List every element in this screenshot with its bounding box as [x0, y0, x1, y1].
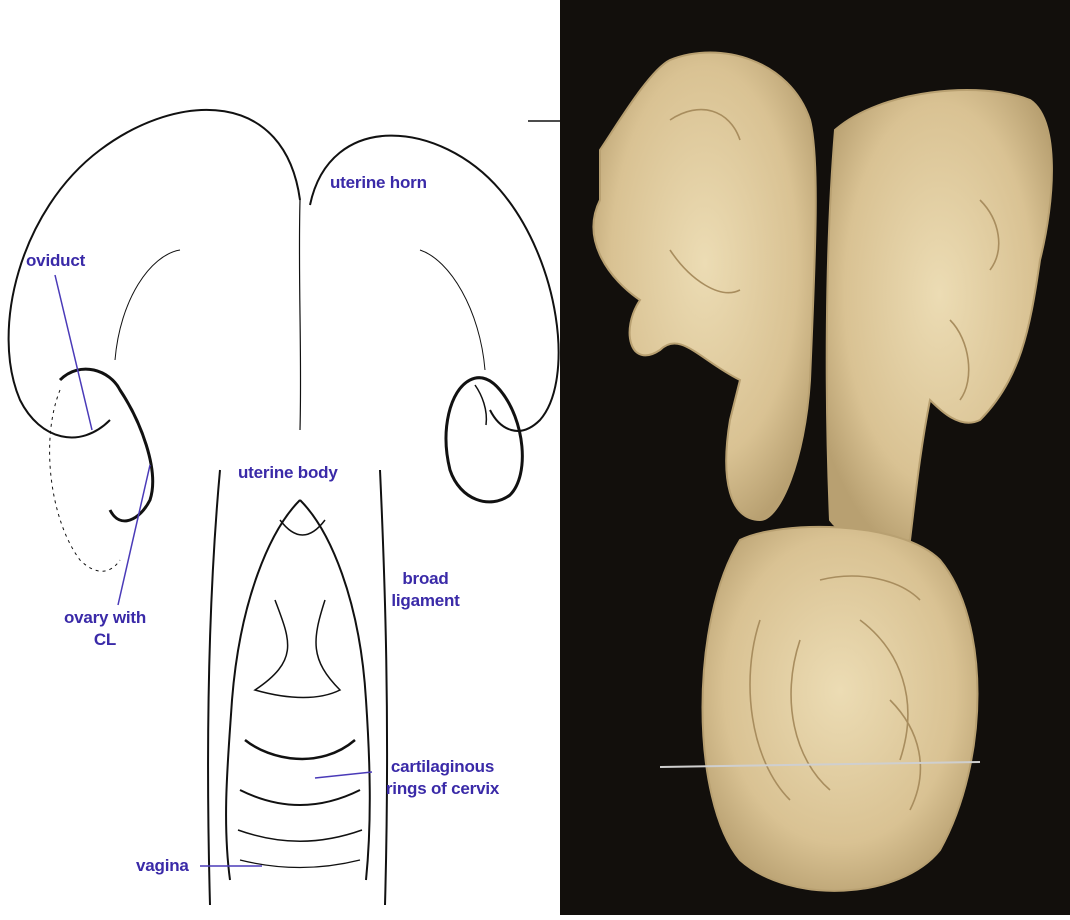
- broad-ligament-line-1: broad: [378, 568, 473, 590]
- body-left-side: [208, 470, 220, 905]
- ovary-label-line-2: CL: [50, 629, 160, 651]
- ovary-label: ovary with CL: [50, 607, 160, 651]
- left-broad-ligament: [50, 390, 120, 571]
- cervix-ring-2: [240, 790, 360, 805]
- left-horn-inner: [115, 250, 180, 360]
- uterus-specimen-photo-icon: [560, 0, 1070, 915]
- right-horn-inner: [420, 250, 485, 370]
- cervix-ring-1: [245, 740, 355, 759]
- cervix-tissue: [703, 527, 978, 891]
- cervix-ring-3: [238, 830, 362, 841]
- cartilaginous-line-1: cartilaginous: [375, 756, 510, 778]
- right-ovary: [446, 378, 522, 502]
- cervix-right: [300, 500, 370, 880]
- body-right-side: [380, 470, 387, 905]
- ovary-leader: [118, 465, 150, 605]
- uterus-illustration: uterine horn oviduct uterine body broad …: [0, 0, 560, 915]
- cervix-fold-2: [255, 600, 340, 698]
- broad-ligament-label: broad ligament: [378, 568, 473, 612]
- uterine-horn-label: uterine horn: [330, 172, 427, 194]
- left-ovary: [60, 369, 153, 521]
- center-groove: [299, 200, 300, 430]
- vagina-label: vagina: [136, 855, 189, 877]
- cartilaginous-rings-label: cartilaginous rings of cervix: [375, 756, 510, 800]
- cartilaginous-leader: [315, 772, 372, 778]
- uterine-body-label: uterine body: [238, 462, 338, 484]
- specimen-photo: [560, 0, 1070, 915]
- oviduct-leader: [55, 275, 92, 430]
- broad-ligament-line-2: ligament: [378, 590, 473, 612]
- ovary-label-line-1: ovary with: [50, 607, 160, 629]
- cervix-left: [226, 500, 300, 880]
- right-ovary-detail: [475, 385, 486, 425]
- cartilaginous-line-2: rings of cervix: [375, 778, 510, 800]
- left-horn-outline: [9, 110, 300, 438]
- oviduct-label: oviduct: [26, 250, 85, 272]
